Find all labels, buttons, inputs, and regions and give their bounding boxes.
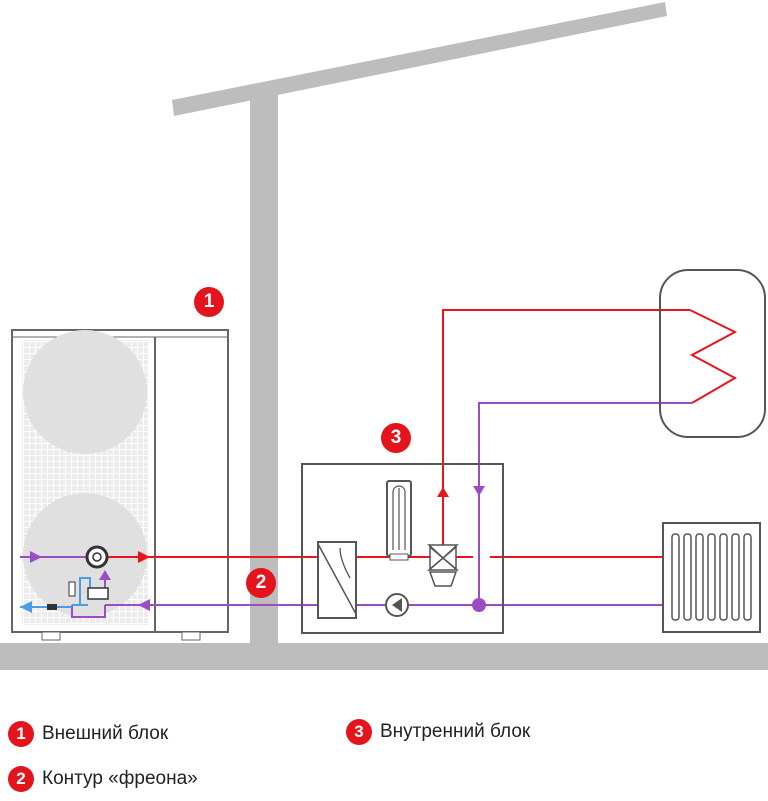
fan-bottom [23,493,147,617]
indoor-unit [301,463,504,634]
expansion-valve-icon [68,581,76,597]
legend-badge: 3 [346,719,372,745]
flow-arrows [20,486,485,613]
roof [172,2,667,116]
legend-badge: 1 [8,721,34,747]
ground [0,643,768,670]
three-way-valve-icon [426,544,460,587]
radiator [662,522,761,633]
legend-item-outdoor: 1 Внешний блок [8,721,168,747]
freon-heat-exchanger-icon [87,587,109,600]
pipes [20,309,738,618]
legend-label: Контур «фреона» [42,768,198,789]
filter-icon [47,604,57,610]
badge-outdoor-unit: 1 [194,287,224,317]
badge-freon-circuit: 2 [246,568,276,598]
legend-item-indoor: 3 Внутренний блок [346,719,530,745]
compressor-icon [85,545,109,569]
junction-dot [472,598,486,612]
legend-label: Внутренний блок [380,721,531,742]
legend-badge: 2 [8,766,34,792]
wall-pole [250,88,278,648]
fan-top [23,330,147,454]
legend-item-freon: 2 Контур «фреона» [8,766,198,792]
outdoor-unit [11,329,229,641]
badge-indoor-unit: 3 [381,423,411,453]
hot-water-tank [659,269,766,438]
legend-label: Внешний блок [42,723,169,744]
